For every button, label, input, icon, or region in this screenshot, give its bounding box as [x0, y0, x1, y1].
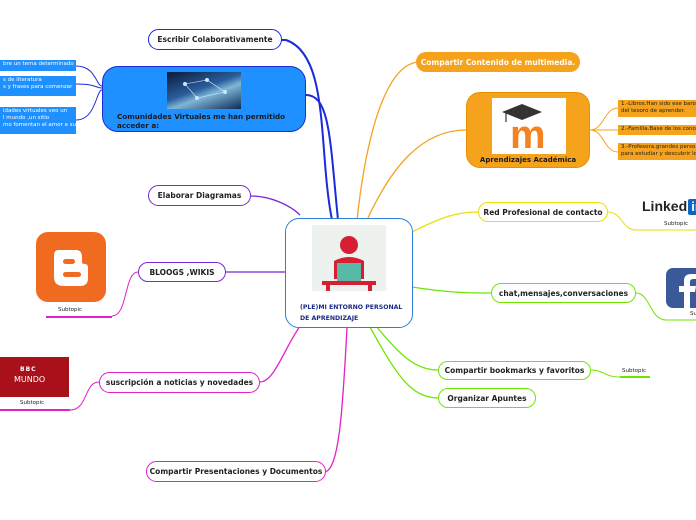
moodle-logo: m — [492, 98, 566, 157]
facebook-logo[interactable] — [666, 268, 696, 308]
comunidades-item-3-line1: idades virtuales veo un — [3, 108, 68, 114]
center-title-line2: DE APRENDIZAJE — [300, 315, 359, 322]
blogger-logo[interactable] — [36, 232, 106, 302]
branch-escribir[interactable]: Escribir Colaborativamente — [148, 29, 282, 50]
aprendizajes-item-3[interactable]: 3.-Profesora.grandes perso para estudiar… — [618, 143, 696, 160]
branch-multimedia[interactable]: Compartir Contenido de multimedia. — [416, 52, 580, 72]
subtopic-bbc[interactable]: Subtopic — [20, 400, 45, 406]
branch-chat[interactable]: chat,mensajes,conversaciones — [491, 283, 636, 303]
facebook-icon — [679, 274, 696, 308]
linkedin-text: Linked — [642, 198, 688, 214]
subtopic-blogger-underline — [46, 316, 112, 318]
aprendizajes-item-2[interactable]: 2.-Familia.Base de los cono — [618, 125, 696, 135]
aprendizajes-item-1-line2: del tesoro de aprender. — [621, 108, 686, 114]
branch-bloogs[interactable]: BLOOGS ,WIKIS — [138, 262, 226, 282]
comunidades-image — [167, 72, 241, 109]
comunidades-item-2-line2: s y frases para comenzar — [3, 84, 73, 90]
bbc-logo[interactable]: BBC MUNDO — [0, 357, 69, 397]
subtopic-facebook[interactable]: Su — [690, 311, 696, 317]
branch-comunidades[interactable]: Comunidades Virtuales me han permitido a… — [102, 66, 306, 132]
aprendizajes-label: Aprendizajes Académica — [479, 156, 577, 164]
aprendizajes-item-2-line1: 2.-Familia.Base de los cono — [621, 126, 696, 132]
branch-presentaciones[interactable]: Compartir Presentaciones y Documentos — [146, 461, 326, 482]
comunidades-item-3[interactable]: idades virtuales veo un l mundo ,un siti… — [0, 107, 76, 134]
subtopic-bookmarks-underline — [620, 376, 650, 378]
linkedin-in-badge: in — [688, 199, 696, 215]
central-node[interactable]: (PLE)MI ENTORNO PERSONAL DE APRENDIZAJE — [285, 218, 413, 328]
subtopic-linkedin[interactable]: Subtopic — [664, 221, 689, 227]
comunidades-title-line1: Comunidades Virtuales me han permitido — [117, 112, 286, 121]
comunidades-item-3-line2: l mundo ,un sitio — [3, 115, 50, 121]
comunidades-item-1[interactable]: bre un tema determinado — [0, 60, 76, 71]
branch-diagramas[interactable]: Elaborar Diagramas — [148, 185, 251, 206]
person-at-computer-icon — [322, 236, 376, 291]
comunidades-title-line2: acceder a: — [117, 121, 160, 130]
comunidades-item-3-line3: mo fomentan el amor a su — [3, 122, 76, 128]
center-title-line1: (PLE)MI ENTORNO PERSONAL — [300, 304, 403, 311]
comunidades-item-2-line1: s de literatura — [3, 77, 42, 83]
branch-bookmarks[interactable]: Compartir bookmarks y favoritos — [438, 361, 591, 380]
comunidades-item-2[interactable]: s de literatura s y frases para comenzar — [0, 76, 76, 96]
branch-noticias[interactable]: suscripción a noticias y novedades — [99, 372, 260, 393]
branch-aprendizajes[interactable]: m Aprendizajes Académica — [466, 92, 590, 168]
blogger-icon — [54, 250, 88, 286]
center-image — [312, 225, 386, 291]
subtopic-bookmarks[interactable]: Subtopic — [622, 368, 647, 374]
branch-apuntes[interactable]: Organizar Apuntes — [438, 388, 536, 408]
bbc-bottom-text: MUNDO — [14, 375, 46, 384]
moodle-graduation-cap-icon: m — [502, 104, 546, 157]
branch-red[interactable]: Red Profesional de contacto — [478, 202, 608, 222]
subtopic-blogger[interactable]: Subtopic — [58, 307, 83, 313]
aprendizajes-item-1-line1: 1.-Libros.Han sido ese baro — [621, 101, 696, 107]
aprendizajes-item-1[interactable]: 1.-Libros.Han sido ese baro del tesoro d… — [618, 100, 696, 117]
comunidades-item-1-text: bre un tema determinado — [3, 61, 74, 67]
network-globe-icon — [183, 78, 227, 100]
aprendizajes-item-3-line1: 3.-Profesora.grandes perso — [621, 144, 696, 150]
bbc-top-text: BBC — [20, 366, 37, 373]
aprendizajes-item-3-line2: para estudiar y descubrir lo — [621, 151, 696, 157]
linkedin-logo[interactable]: Linked in — [642, 196, 696, 218]
subtopic-bbc-underline — [0, 409, 70, 411]
moodle-letter: m — [510, 113, 546, 154]
